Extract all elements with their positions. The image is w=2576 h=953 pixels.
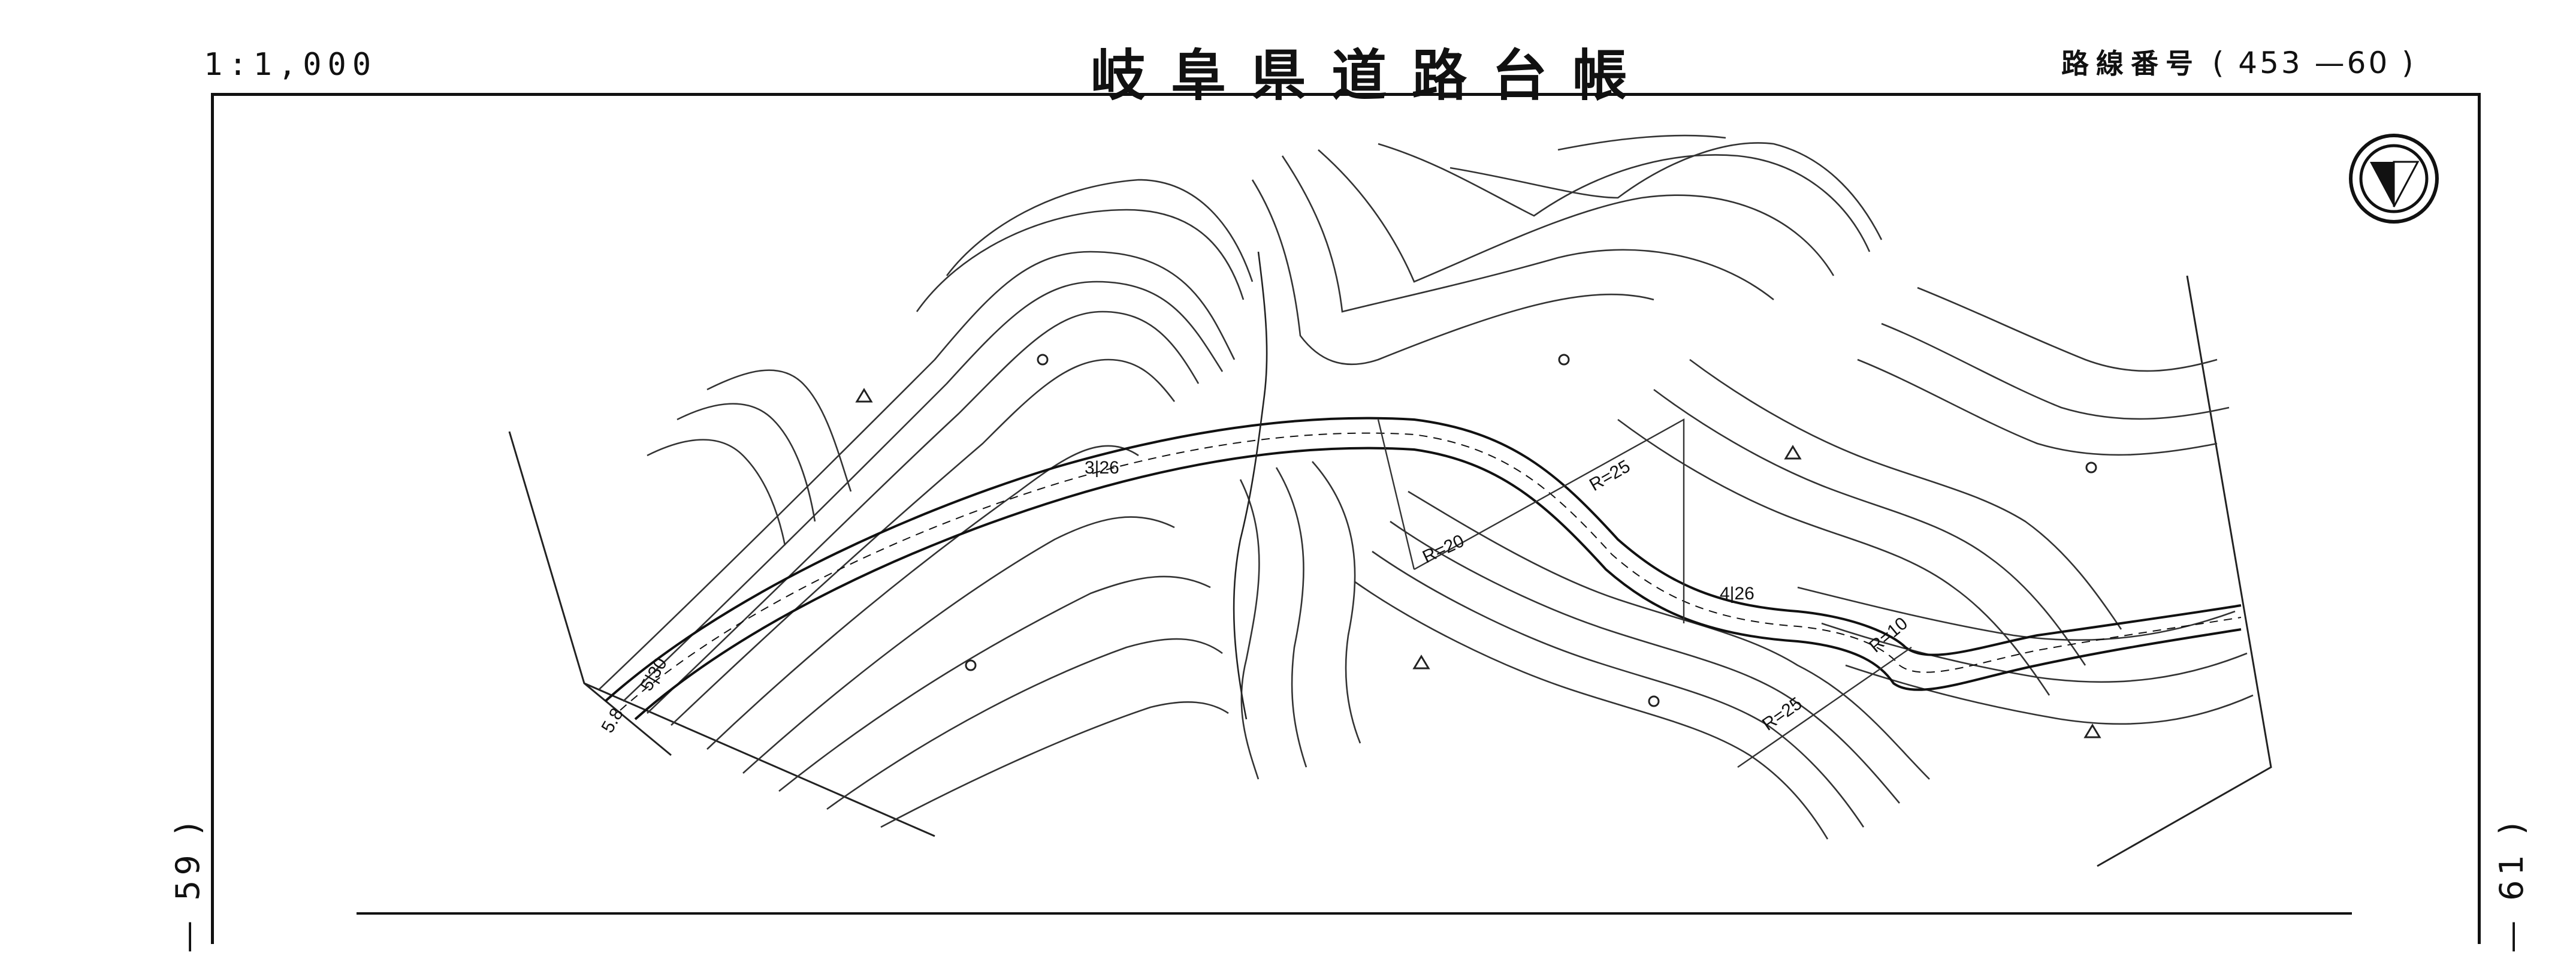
curve-label: R=20 [1420,531,1467,568]
survey-boundary [508,275,2272,867]
map-frame [211,93,2481,944]
route-number-value: ( 453 —60 ) [2212,46,2416,80]
terrain-symbols [855,354,2101,738]
route-number-label: 路線番号 [2061,47,2200,80]
map-title: 岐阜県道路台帳 [1091,43,1653,108]
bottom-rule [357,912,2352,915]
width-label: 5.8 [597,705,627,737]
map-scale: 1:1,000 [204,47,378,83]
contour-lines [599,134,2254,840]
route-number: 路線番号 ( 453 —60 ) [2061,42,2416,82]
curve-label: R=10 [1865,613,1911,656]
north-arrow-icon [2349,134,2439,224]
width-label: 3|26 [1085,458,1119,478]
road-alignment [604,417,2242,720]
width-label: 4|26 [1720,584,1754,604]
stream [1233,251,1268,720]
curve-label: R=25 [1759,693,1805,735]
curve-construction [1377,418,1912,768]
curve-label: R=25 [1586,456,1633,495]
